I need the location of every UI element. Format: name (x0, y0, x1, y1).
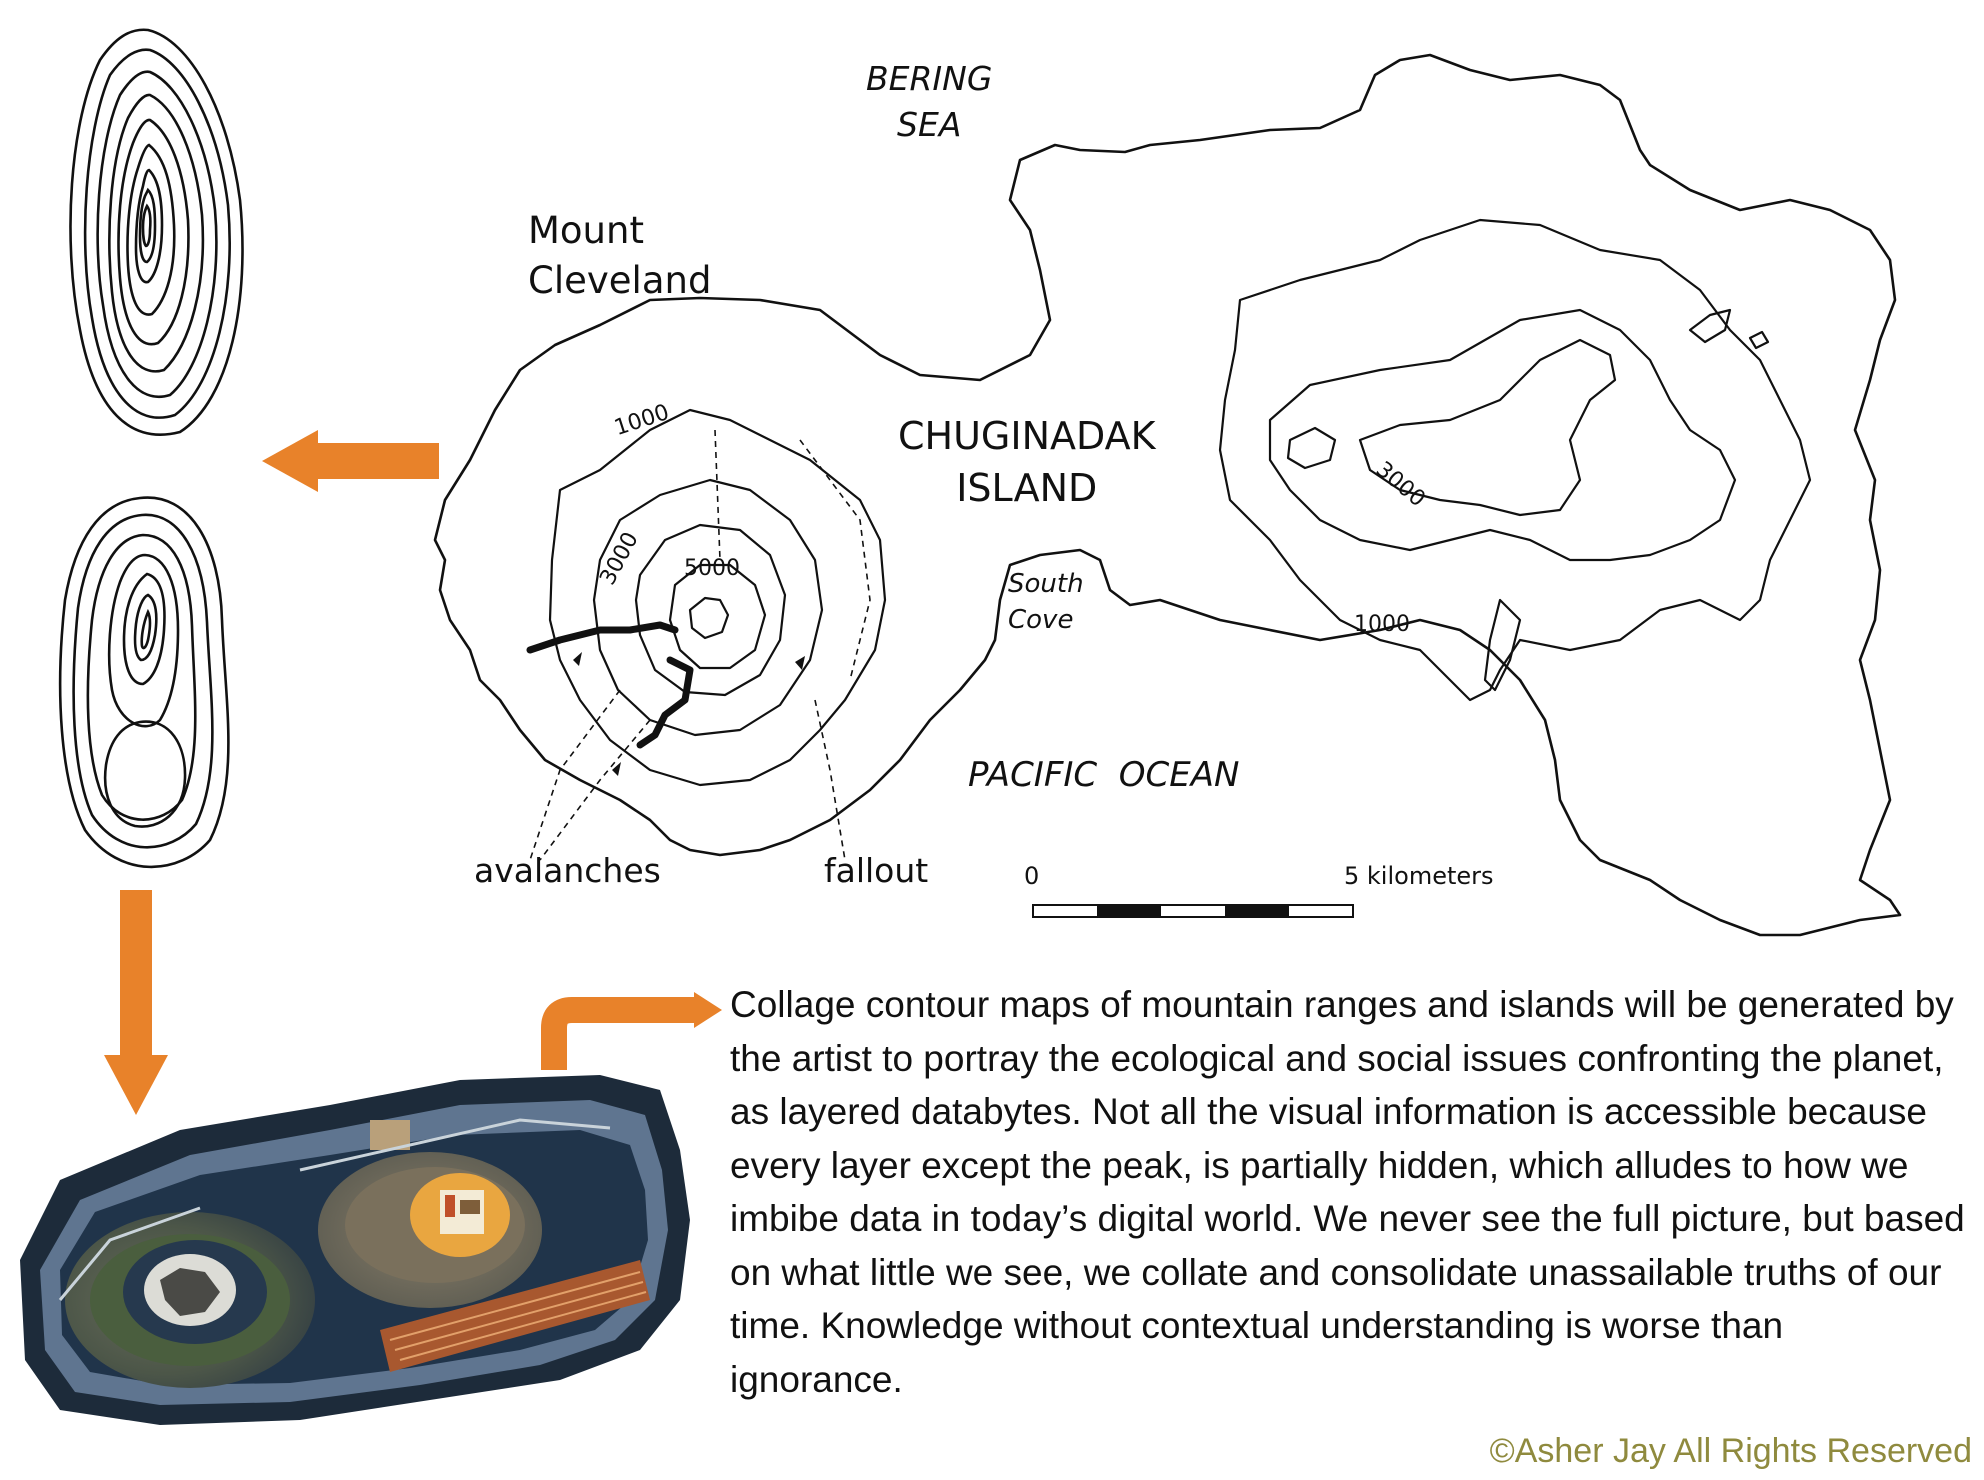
contour-5000 (668, 563, 767, 670)
dashed-paths (529, 429, 871, 861)
summit (688, 596, 730, 640)
contour-1000-west (548, 408, 887, 787)
contour-label-5000: 5000 (684, 556, 740, 581)
arrow-caption-head (694, 992, 722, 1028)
caption-text: Collage contour maps of mountain ranges … (730, 984, 1965, 1400)
map-arrowheads (573, 652, 805, 776)
label-pacific-ocean: PACIFIC OCEAN (968, 755, 1240, 795)
label-south-cove: South Cove (1008, 569, 1084, 635)
arrow-caption (541, 997, 700, 1070)
arrow-left (262, 430, 439, 492)
contour-2000-east (1268, 308, 1737, 562)
copyright-notice: ©Asher Jay All Rights Reserved (1489, 1432, 1972, 1470)
contour-sketch-top (69, 28, 244, 436)
label-bering-sea: BERING SEA (866, 59, 993, 144)
contour-island-small-2 (1688, 308, 1732, 344)
contour-4000-west (634, 523, 787, 697)
contour-valley (1483, 598, 1522, 692)
contour-3000-west (592, 478, 824, 737)
label-fallout: fallout (824, 851, 929, 890)
arrow-down (104, 890, 168, 1115)
island-map (433, 53, 1902, 937)
scale-bar-start-label: 0 (1024, 862, 1040, 890)
label-chuginadak-island: CHUGINADAK ISLAND (898, 414, 1156, 510)
scale-bar (1032, 904, 1354, 918)
contour-3000-east (1358, 338, 1617, 517)
avalanche-path (526, 621, 679, 654)
contour-sketch-bottom (58, 496, 230, 869)
contour-label-1000-east: 1000 (1354, 612, 1410, 637)
contour-island-small-3 (1748, 330, 1770, 350)
collage-image (20, 1075, 690, 1425)
scale-bar-end-label: 5 kilometers (1344, 862, 1494, 890)
coastline (433, 53, 1902, 937)
label-avalanches: avalanches (474, 851, 661, 890)
avalanche-path-2 (636, 656, 694, 749)
contour-1000-east (1218, 218, 1812, 702)
label-mount-cleveland: Mount Cleveland (528, 209, 712, 302)
contour-island-small-1 (1286, 426, 1337, 470)
